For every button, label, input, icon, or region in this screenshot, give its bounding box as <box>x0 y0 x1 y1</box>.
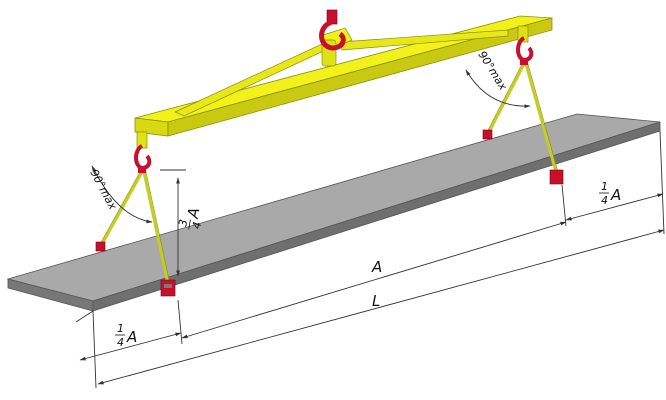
label-dim-L: L <box>372 292 380 310</box>
frac-sym: A <box>610 186 621 204</box>
clamp-right-rear <box>482 129 493 140</box>
steel-plate <box>6 113 661 312</box>
frac-den: 4 <box>117 336 124 349</box>
label-quarter-right: 1 4 A <box>599 180 621 207</box>
plate-clamps <box>95 129 564 297</box>
frac-num: 1 <box>601 180 608 193</box>
frac-den: 4 <box>601 194 608 207</box>
left-sling-hook <box>134 144 152 173</box>
frac-sym: A <box>184 206 204 220</box>
dim-line-quarter-left <box>79 332 182 361</box>
clamp-right-front <box>549 169 564 185</box>
frac-den: 4 <box>190 221 204 230</box>
frac-num: 3 <box>176 218 190 227</box>
clamp-left-front <box>160 279 176 297</box>
label-three-quarter: 3 4 A <box>176 206 204 230</box>
label-dim-A: A <box>371 258 382 276</box>
frac-num: 1 <box>117 322 124 335</box>
angle-arc-left <box>91 165 153 224</box>
label-angle-left: 90°max <box>87 167 119 212</box>
dim-line-A <box>181 221 567 339</box>
clamp-left-rear <box>95 241 106 252</box>
label-quarter-left: 1 4 A <box>115 322 137 349</box>
right-sling-hook <box>516 36 534 65</box>
dim-line-quarter-right <box>565 193 664 221</box>
frac-sym: A <box>126 328 137 346</box>
dimension-lines <box>75 130 665 389</box>
label-angle-right: 90°max <box>475 49 509 93</box>
top-crane-hook <box>319 9 346 51</box>
angle-arc-right <box>465 69 531 109</box>
